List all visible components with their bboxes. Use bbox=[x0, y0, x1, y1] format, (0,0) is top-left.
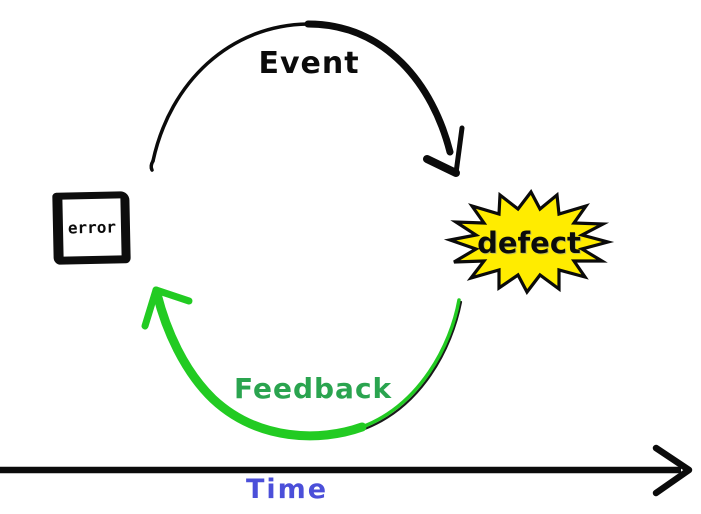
event-edge-label: Event bbox=[258, 46, 360, 81]
time-axis bbox=[0, 444, 693, 497]
time-axis-label: Time bbox=[245, 474, 329, 505]
feedback-edge-label: Feedback bbox=[234, 372, 393, 405]
feedback-arc bbox=[141, 286, 463, 441]
event-arc bbox=[149, 20, 465, 177]
feedback-arc-thick-segment bbox=[152, 289, 367, 441]
time-axis-arrowhead-icon bbox=[652, 444, 693, 497]
event-arc-thick-segment bbox=[304, 20, 454, 156]
feedback-arc-thin-segment bbox=[360, 298, 461, 429]
feedback-arc-ink-underlay bbox=[214, 300, 463, 440]
event-arrowhead-icon bbox=[423, 125, 465, 177]
event-arc-tail-hook bbox=[149, 159, 155, 172]
feedback-arrowhead-icon bbox=[141, 286, 193, 330]
error-label: error bbox=[67, 217, 117, 238]
event-arc-thin-segment bbox=[151, 22, 310, 163]
defect-starburst-shape bbox=[443, 189, 615, 295]
node-error: error bbox=[52, 191, 131, 265]
defect-label: defect bbox=[477, 226, 581, 260]
